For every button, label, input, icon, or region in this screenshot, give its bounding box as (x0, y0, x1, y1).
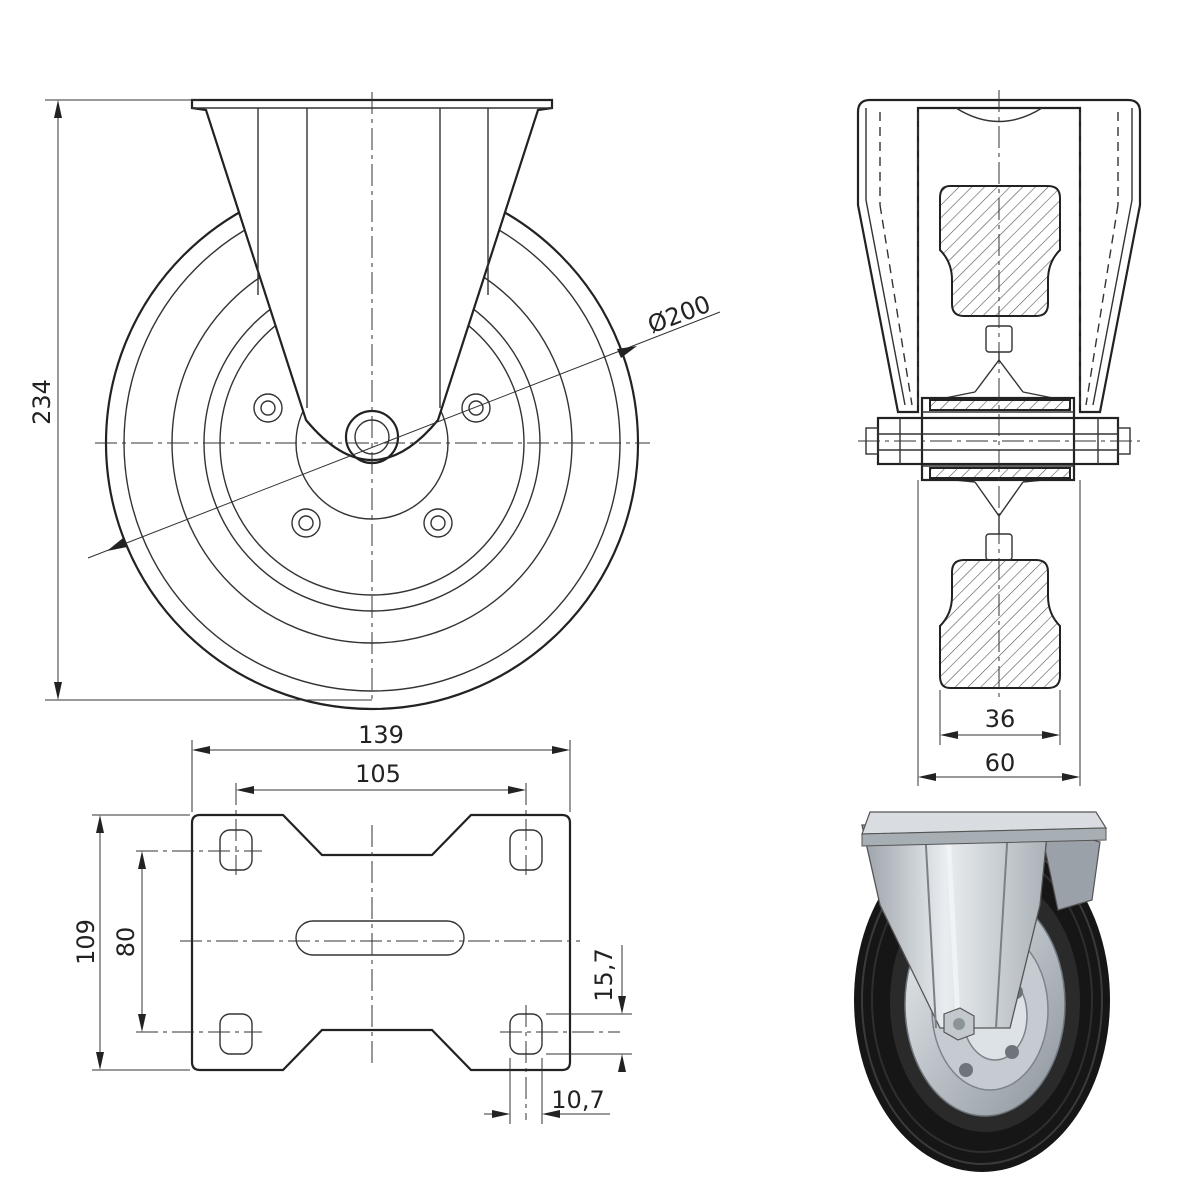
dim-tread-36: 36 (985, 705, 1016, 733)
dim-hole-spacing-80: 80 (112, 927, 140, 958)
plate-view: 139 105 109 80 15,7 10,7 (72, 721, 632, 1124)
side-view: 36 60 (856, 90, 1142, 786)
hub-bearing (920, 396, 1076, 482)
dim-height-234: 234 (28, 379, 56, 425)
dim-plate-length-109: 109 (72, 919, 100, 965)
dim-hole-spacing-105: 105 (355, 760, 401, 788)
caster-product-illustration (854, 811, 1110, 1172)
wheel-bolt-holes (253, 393, 491, 538)
dim-width-60: 60 (985, 749, 1016, 777)
dim-slot-15-7: 15,7 (590, 948, 618, 1001)
front-view: 234 Ø200 (28, 92, 721, 711)
dim-slot-10-7: 10,7 (551, 1086, 604, 1114)
mounting-plate (190, 813, 572, 1072)
dim-plate-width-139: 139 (358, 721, 404, 749)
tyre-section-bottom (939, 559, 1061, 689)
tyre-section-top (939, 185, 1061, 317)
dim-diameter-200: Ø200 (644, 290, 714, 339)
plate-holes (219, 829, 543, 1055)
